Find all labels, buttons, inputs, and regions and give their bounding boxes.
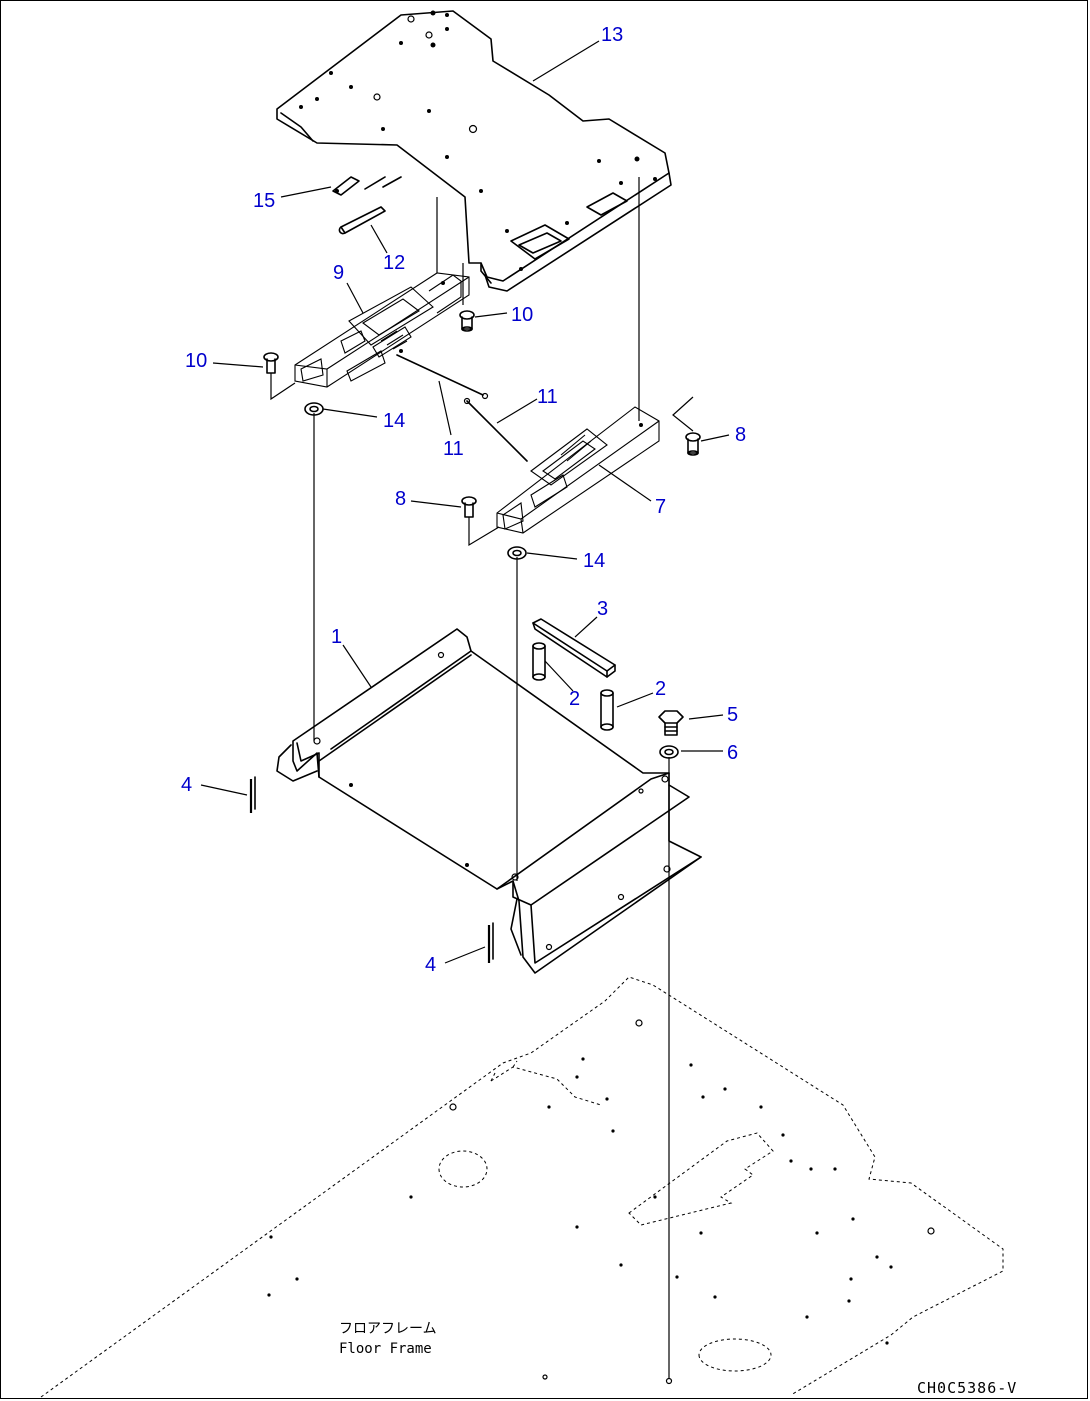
callout-8-left: 8 [395,488,406,510]
rod-12 [338,206,386,235]
pin-15 [332,176,360,196]
clip-4-right [487,922,494,963]
callout-4-right: 4 [425,954,436,976]
callout-labels: 13 15 12 9 10 10 14 11 11 8 7 8 14 3 1 2… [181,24,746,976]
callout-10-upper: 10 [511,304,533,326]
callout-2-right: 2 [655,678,666,700]
spring-rod-11-right [463,397,528,462]
slide-rail-9 [294,272,470,388]
bolt-5 [658,710,684,736]
floor-frame-outline [40,976,1004,1398]
bolt-10-left [263,352,279,374]
washer-6 [659,745,679,759]
callout-8-right: 8 [735,424,746,446]
assembly-guide-lines [270,177,694,1385]
slide-rail-7 [496,406,660,534]
callout-13: 13 [601,24,623,46]
seat-mount-plate-13 [276,10,672,292]
bolt-8-left [461,496,477,518]
callout-14-lower: 14 [583,550,605,572]
callout-5: 5 [727,704,738,726]
bar-3 [532,618,616,678]
callout-3: 3 [597,598,608,620]
callout-10-left: 10 [185,350,207,372]
base-bracket-1 [276,628,702,974]
callout-15: 15 [253,190,275,212]
spring-rod-11-left [396,354,489,400]
spacer-2-left [532,642,546,681]
callout-1: 1 [331,626,342,648]
bolt-8-right [685,432,701,456]
leader-lines [200,40,730,964]
callout-4-left: 4 [181,774,192,796]
floor-frame-label-en: Floor Frame [339,1341,432,1357]
clip-4-left [249,776,256,813]
callout-12: 12 [383,252,405,274]
callout-6: 6 [727,742,738,764]
callout-11-right: 11 [537,386,558,408]
callout-11-left: 11 [443,438,464,460]
callout-9: 9 [333,262,344,284]
callout-7: 7 [655,496,666,518]
drawing-code: CH0C5386-V [917,1379,1017,1397]
callout-14-upper: 14 [383,410,405,432]
floor-frame-label-jp: フロアフレーム [339,1321,437,1337]
spacer-2-right [600,689,614,731]
bolt-10-upper [459,310,475,332]
callout-2-left: 2 [569,688,580,710]
